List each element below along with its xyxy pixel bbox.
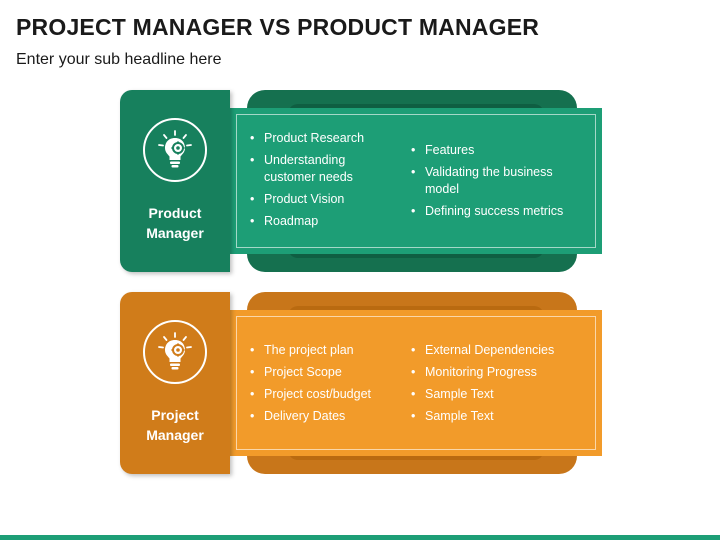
list-item: Product Vision <box>248 191 396 208</box>
list-item: Understanding customer needs <box>248 152 396 186</box>
page-subtitle: Enter your sub headline here <box>16 51 222 68</box>
list-item: External Dependencies <box>409 342 579 359</box>
list-item: Validating the business model <box>409 164 579 198</box>
label-line: Manager <box>146 427 204 443</box>
icon-ring <box>143 320 207 384</box>
lightbulb-gear-icon <box>158 332 192 370</box>
project-manager-card: The project plan Project Scope Project c… <box>120 292 602 474</box>
card-content-band: Product Research Understanding customer … <box>230 108 602 254</box>
icon-ring <box>143 118 207 182</box>
product-list-col2: Features Validating the business model D… <box>409 142 579 225</box>
list-item: Project Scope <box>248 364 408 381</box>
project-list-col2: External Dependencies Monitoring Progres… <box>409 342 579 430</box>
card-inner-frame <box>236 316 596 450</box>
product-manager-label: Product Manager <box>120 203 230 243</box>
list-item: Sample Text <box>409 408 579 425</box>
card-inner-frame <box>236 114 596 248</box>
page-title: PROJECT MANAGER VS PRODUCT MANAGER <box>16 14 540 40</box>
project-label-panel: Project Manager <box>120 292 230 474</box>
list-item: Features <box>409 142 579 159</box>
list-item: Monitoring Progress <box>409 364 579 381</box>
label-line: Manager <box>146 225 204 241</box>
list-item: Product Research <box>248 130 396 147</box>
list-item: Defining success metrics <box>409 203 579 220</box>
product-list-col1: Product Research Understanding customer … <box>248 130 396 235</box>
list-item: Delivery Dates <box>248 408 408 425</box>
project-list-col1: The project plan Project Scope Project c… <box>248 342 408 430</box>
product-manager-card: Product Research Understanding customer … <box>120 90 602 272</box>
label-line: Project <box>151 407 199 423</box>
project-manager-label: Project Manager <box>120 405 230 445</box>
product-label-panel: Product Manager <box>120 90 230 272</box>
label-line: Product <box>148 205 202 221</box>
list-item: Project cost/budget <box>248 386 408 403</box>
list-item: Sample Text <box>409 386 579 403</box>
card-content-band: The project plan Project Scope Project c… <box>230 310 602 456</box>
footer-bar <box>0 535 720 540</box>
list-item: Roadmap <box>248 213 396 230</box>
list-item: The project plan <box>248 342 408 359</box>
lightbulb-gear-icon <box>158 130 192 168</box>
